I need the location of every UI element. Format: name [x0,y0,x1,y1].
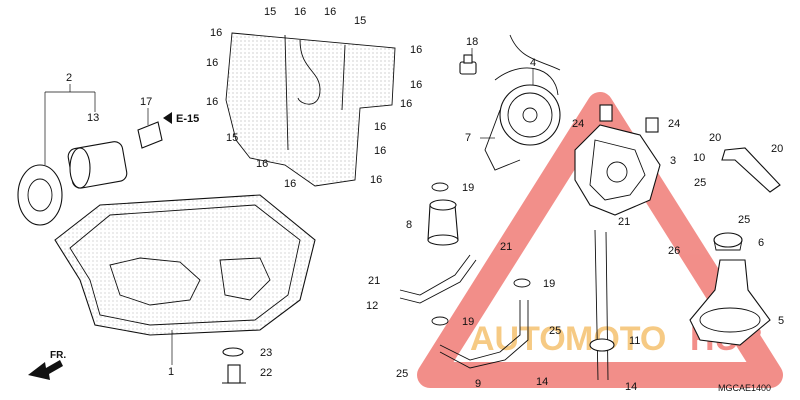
callout-26: 26 [668,245,680,257]
callout-7: 7 [465,132,471,144]
watermark: AUTO MOTO HUB [417,92,783,388]
callout-19a: 19 [462,182,474,194]
oil-pump [574,104,661,216]
callout-16-right-4: 16 [374,121,386,133]
front-label: FR. [50,350,66,361]
callout-18: 18 [466,36,478,48]
relief-pipe-11 [589,229,615,381]
oil-pipe-12 [399,254,477,304]
callout-24a: 24 [572,118,584,130]
watermark-triangle [417,92,783,388]
cap-6 [713,232,743,251]
callout-16-right-5: 16 [374,145,386,157]
callout-15-top-2: 15 [354,15,366,27]
diagram-code: MGCAE1400 [718,383,771,393]
callout-16-left-4: 16 [256,158,268,170]
callout-16-top-2: 16 [324,6,336,18]
callout-13: 13 [87,112,99,124]
callout-25b: 25 [738,214,750,226]
callout-15-left-1: 15 [226,132,238,144]
callout-25a: 25 [694,177,706,189]
callout-12: 12 [366,300,378,312]
callout-25d: 25 [396,368,408,380]
front-direction-arrow: FR. [28,350,66,380]
callout-20a: 20 [709,132,721,144]
callout-22: 22 [260,367,272,379]
callout-1: 1 [168,366,174,378]
callout-16-right-6: 16 [370,174,382,186]
drain-bolt [222,347,246,384]
callout-24b: 24 [668,118,680,130]
reference-label: E-15 [176,113,199,125]
callout-16-right-2: 16 [410,79,422,91]
callout-16-right-3: 16 [400,98,412,110]
callout-16-left-5: 16 [284,178,296,190]
callout-23: 23 [260,347,272,359]
callout-16-left-2: 16 [206,57,218,69]
callout-21b: 21 [368,275,380,287]
callout-21c: 21 [618,216,630,228]
pump-chain [484,34,561,171]
callout-14a: 14 [536,376,548,388]
callout-19c: 19 [462,316,474,328]
callout-16-right-1: 16 [410,44,422,56]
callout-19b: 19 [543,278,555,290]
callout-17: 17 [140,96,152,108]
callout-6: 6 [758,237,764,249]
watermark-moto: MOTO [565,320,666,358]
callout-5: 5 [778,315,784,327]
o-rings [431,182,531,326]
callout-2: 2 [66,72,72,84]
oil-pan-gasket [225,32,396,187]
watermark-auto: AUTO [470,320,566,358]
callout-11: 11 [629,335,640,347]
callout-16-top-1: 16 [294,6,306,18]
pump-sprocket [499,84,561,146]
callout-10: 10 [693,152,705,164]
oil-pan [54,194,316,336]
seal-8 [427,199,459,246]
callout-8: 8 [406,219,412,231]
leader-lines [44,48,534,365]
callout-3: 3 [670,155,676,167]
bolt-18 [459,54,477,75]
callout-4: 4 [530,57,536,69]
callout-15-top-1: 15 [264,6,276,18]
callout-21a: 21 [500,241,512,253]
callout-14b: 14 [625,381,637,393]
callout-16-left-1: 16 [210,27,222,39]
bracket-10 [721,147,781,193]
callouts: 1 2 3 4 5 6 7 8 9 10 11 12 13 14 14 17 1… [66,36,784,393]
reference-e15: E-15 [163,112,199,125]
gasket-bolt-callouts: 15 16 16 15 16 16 16 15 16 16 16 16 16 1… [206,6,422,190]
callout-16-left-3: 16 [206,96,218,108]
callout-9: 9 [475,378,481,390]
oil-filter [17,121,163,226]
callout-25c: 25 [549,325,561,337]
oil-strainer [689,259,771,346]
callout-20b: 20 [771,143,783,155]
oil-pipe-9 [439,300,529,369]
